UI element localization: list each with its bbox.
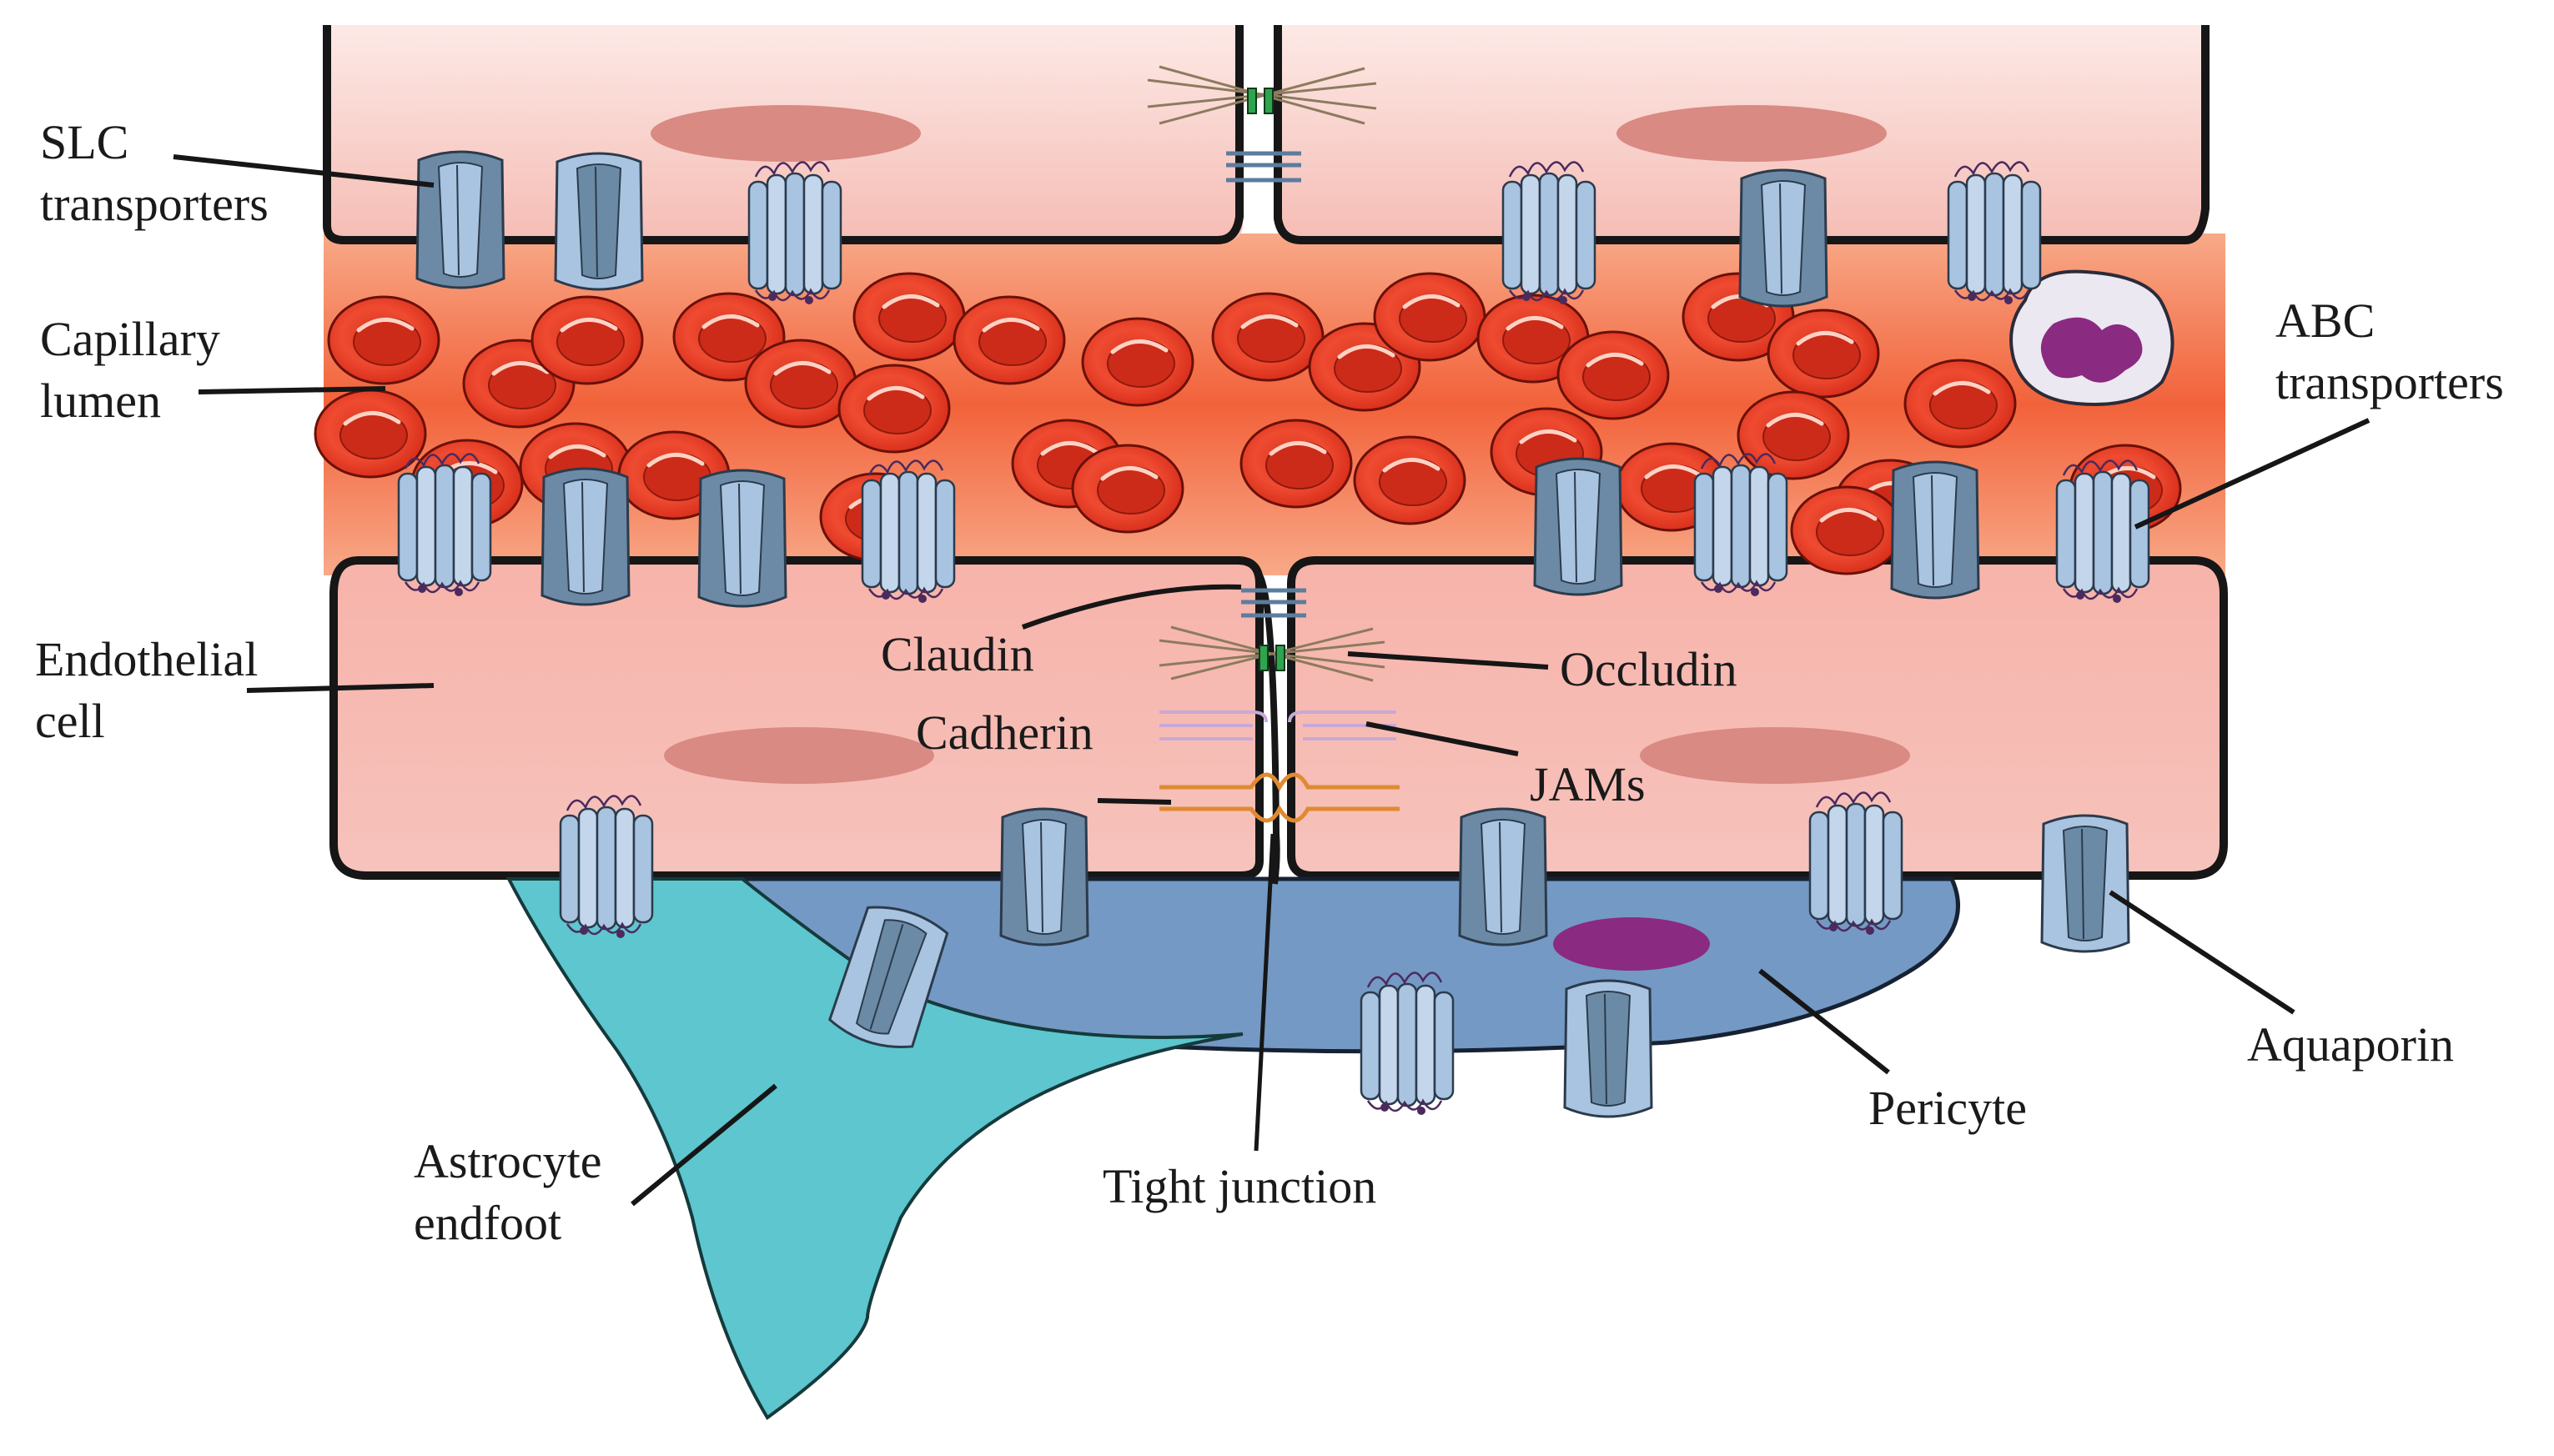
nucleus-top-right — [1616, 105, 1887, 162]
label-leader-lines — [173, 154, 2370, 1207]
white-blood-cell — [2009, 269, 2174, 406]
tight-junction-label: Tight junction — [1103, 1159, 1377, 1213]
astrocyte-endfoot-label: Astrocyte endfoot — [414, 1131, 602, 1254]
slc-label-line2: transporters — [40, 177, 269, 231]
capillary-lumen-label: Capillary lumen — [40, 309, 220, 432]
pericyte-label: Pericyte — [1868, 1081, 2028, 1135]
occludin-label: Occludin — [1560, 642, 1737, 696]
astrocyte-label-line1: Astrocyte — [414, 1134, 602, 1188]
astrocyte-endfoot — [505, 877, 1244, 1420]
top-junction-proteins — [1147, 65, 1377, 183]
cadherin-label: Cadherin — [916, 705, 1093, 760]
abc-transporters-label: ABC transporters — [2275, 290, 2504, 414]
capillary-label-line1: Capillary — [40, 312, 220, 366]
capillary-label-line2: lumen — [40, 374, 161, 428]
astrocyte-label-line2: endfoot — [414, 1196, 562, 1250]
bottom-endothelial-cell-right — [1287, 556, 2228, 880]
nucleus-top-left — [651, 105, 921, 162]
endothelial-cell-label: Endothelial cell — [35, 629, 258, 752]
abc-label-line2: transporters — [2275, 355, 2504, 409]
bottom-junction-proteins — [1159, 588, 1400, 823]
claudin-label: Claudin — [881, 627, 1034, 681]
endothelial-label-line1: Endothelial — [35, 632, 259, 686]
slc-transporters-label: SLC transporters — [40, 112, 269, 235]
tight-junction-pointer-line — [1254, 833, 1275, 1152]
junction-cleft — [1256, 573, 1280, 885]
abc-label-line1: ABC — [2275, 294, 2376, 348]
slc-label-line1: SLC — [40, 115, 129, 169]
aquaporin-label: Aquaporin — [2247, 1017, 2455, 1072]
jams-label: JAMs — [1530, 757, 1646, 811]
bottom-endothelial-cell-left — [329, 556, 1264, 880]
nucleus-bottom-left — [664, 727, 934, 784]
endothelial-label-line2: cell — [35, 694, 105, 748]
nucleus-bottom-right — [1640, 727, 1910, 784]
pericyte-nucleus — [1553, 917, 1710, 971]
